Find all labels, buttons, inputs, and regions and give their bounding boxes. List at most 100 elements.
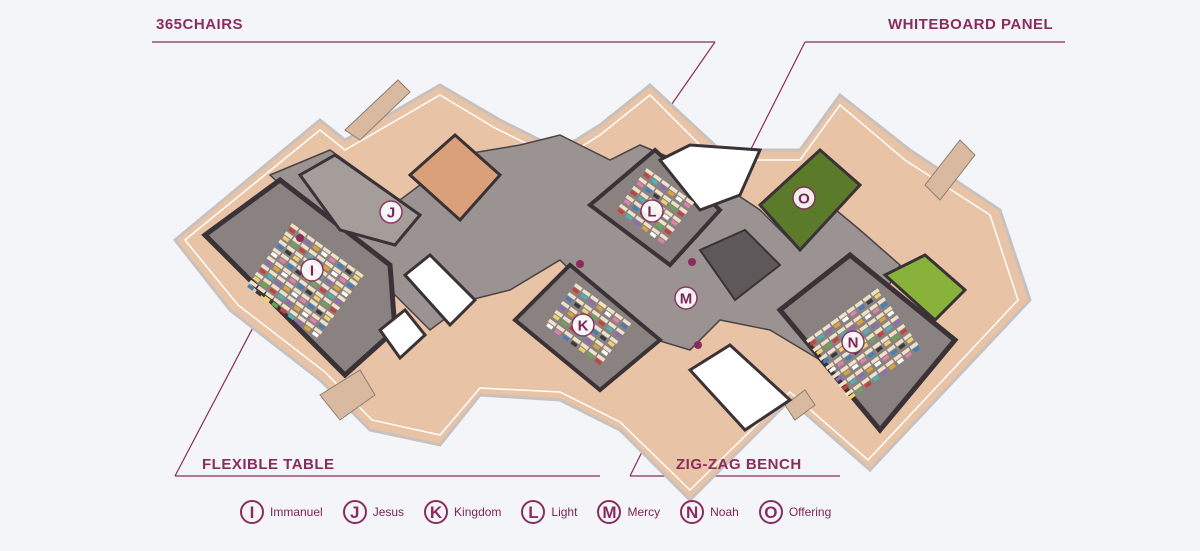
chair [252, 275, 261, 283]
legend-label: Offering [788, 505, 832, 519]
chair [581, 308, 589, 315]
chair [282, 235, 290, 243]
desk [848, 359, 857, 367]
desk [547, 318, 557, 327]
desk [295, 301, 305, 309]
desk [266, 255, 276, 264]
chair [293, 305, 301, 312]
chair [593, 343, 601, 351]
desk [254, 271, 264, 280]
chair [328, 256, 336, 264]
desk [332, 266, 342, 275]
desk [877, 297, 887, 306]
chair [565, 296, 573, 303]
chair [287, 313, 295, 321]
chair [841, 316, 850, 323]
desk [567, 292, 577, 300]
chair [675, 195, 683, 203]
desk [340, 272, 350, 281]
marker-n: N [841, 330, 865, 354]
desk [314, 240, 324, 249]
chair [659, 184, 667, 191]
chair [904, 351, 913, 359]
svg-text:M: M [680, 291, 693, 308]
chair [261, 281, 269, 289]
chair [843, 369, 851, 376]
chair [271, 301, 279, 309]
legend-item-kingdom: K Kingdom [424, 500, 501, 524]
desk [869, 303, 878, 311]
svg-text:I: I [310, 263, 314, 280]
desk [822, 323, 832, 332]
chair [885, 325, 893, 332]
chair [620, 322, 628, 330]
legend-item-offering: O Offering [758, 500, 832, 524]
desk [308, 248, 318, 257]
desk [606, 306, 616, 315]
legend-item-mercy: M Mercy [597, 500, 660, 524]
desk [324, 260, 334, 269]
chair [822, 357, 830, 364]
chair [277, 293, 285, 301]
chair [630, 190, 638, 197]
chair [664, 228, 672, 236]
chair [912, 345, 921, 353]
desk [338, 258, 348, 267]
chair [279, 307, 287, 315]
desk [872, 341, 882, 350]
legend-badge: I [240, 500, 264, 524]
desk [278, 239, 288, 248]
desk [319, 318, 329, 327]
chair [605, 325, 614, 333]
chair [657, 237, 665, 244]
legend-badge: L [521, 500, 546, 524]
chair [344, 268, 353, 276]
chair [896, 357, 905, 365]
chair [292, 255, 300, 263]
desk [903, 332, 912, 341]
chair [869, 336, 877, 344]
chair [597, 319, 606, 327]
svg-text:N: N [848, 335, 859, 352]
chair [859, 357, 867, 365]
desk [833, 356, 843, 364]
svg-text:J: J [387, 205, 395, 222]
chair [552, 314, 560, 321]
desk [836, 326, 846, 335]
chair [347, 282, 355, 290]
desk [586, 333, 596, 342]
marker-o: O [792, 186, 816, 210]
desk [825, 362, 835, 370]
chair [641, 225, 649, 233]
desk [896, 323, 906, 332]
svg-text:L: L [647, 204, 656, 221]
desk [646, 182, 656, 191]
callout-pins [296, 234, 702, 349]
desk [326, 274, 336, 283]
chair [607, 340, 615, 348]
chair [554, 328, 562, 336]
desk [306, 284, 316, 293]
desk [575, 297, 585, 306]
marker-i: I [300, 258, 324, 282]
desk [812, 344, 822, 353]
chair [319, 286, 327, 294]
chair [649, 231, 657, 239]
desk [609, 336, 619, 345]
chair [586, 352, 594, 360]
legend-item-noah: N Noah [680, 500, 739, 524]
desk [852, 382, 862, 391]
desk [301, 293, 311, 301]
chair [900, 328, 908, 335]
chair [887, 310, 895, 317]
desk [276, 275, 286, 284]
desk [305, 320, 315, 329]
chair [341, 290, 349, 298]
desk [865, 332, 875, 341]
chair [295, 319, 303, 326]
chair [333, 284, 341, 292]
desk [572, 336, 582, 345]
desk [317, 304, 327, 313]
chair [633, 219, 641, 227]
